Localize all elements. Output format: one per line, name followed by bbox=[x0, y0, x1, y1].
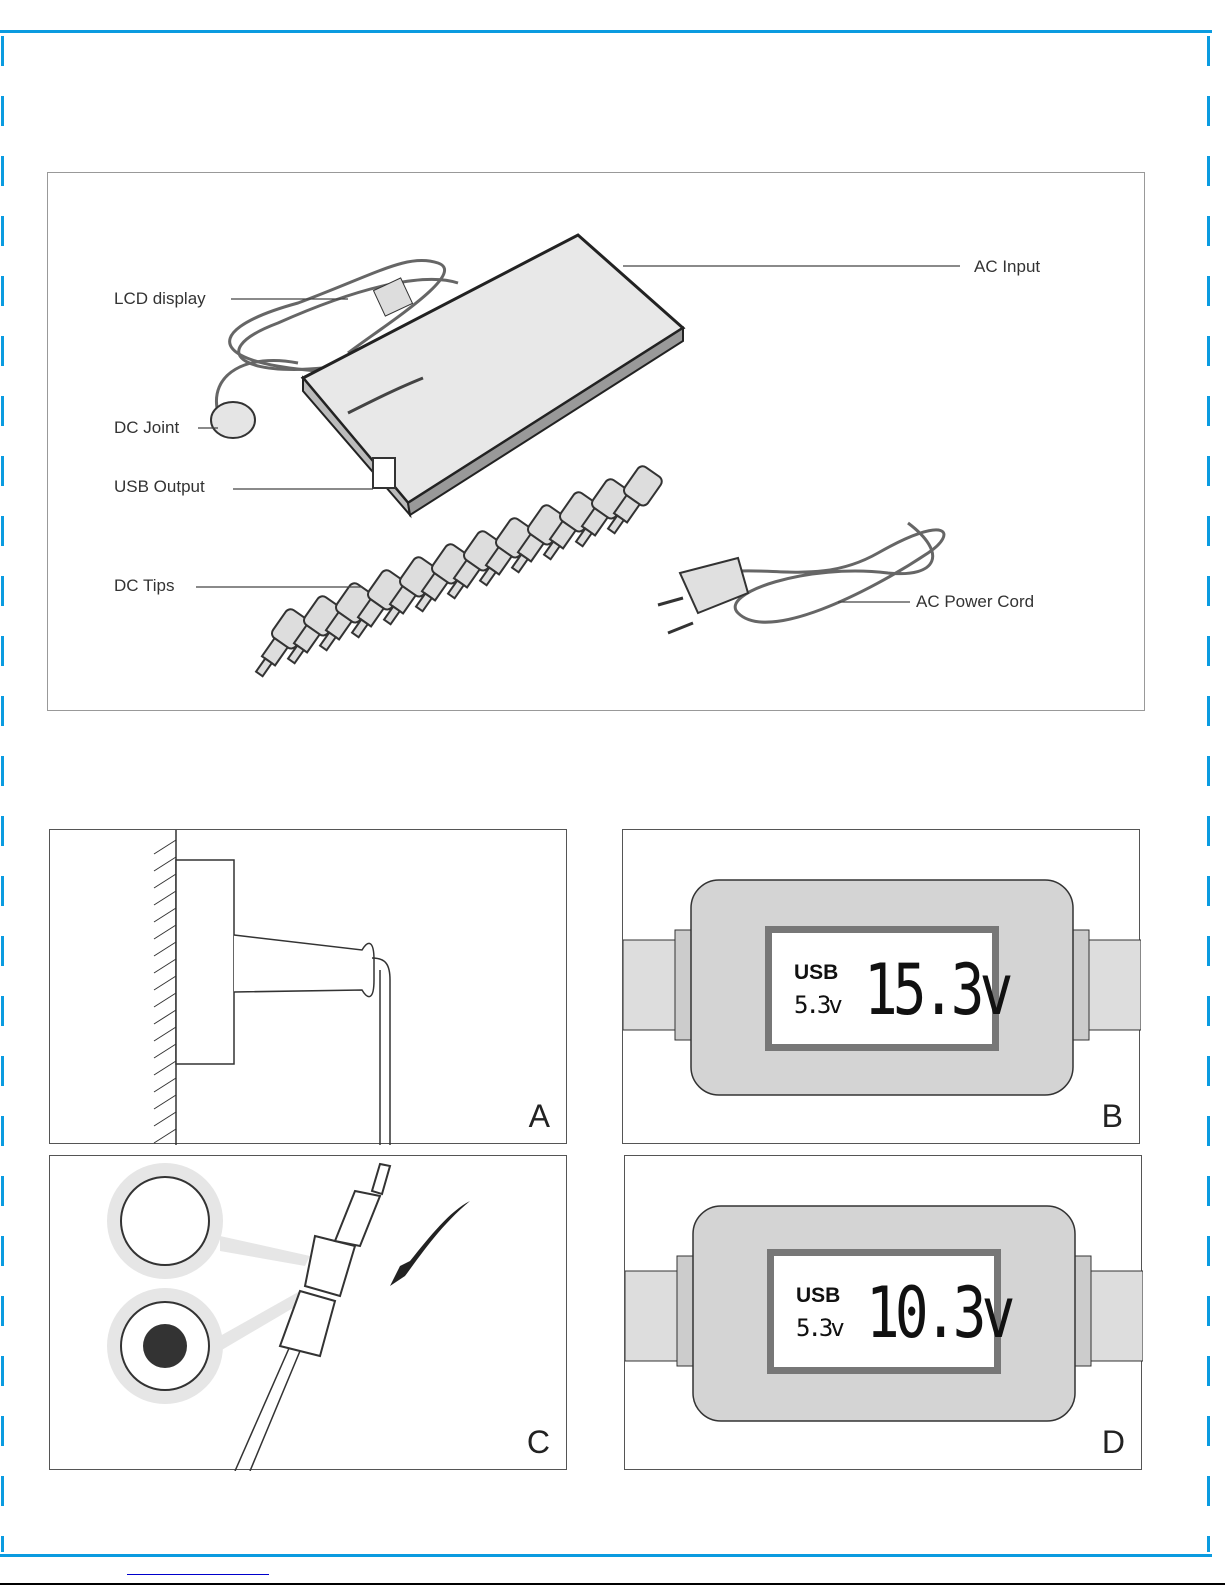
page-frame-bottom bbox=[0, 1554, 1212, 1557]
usb-label: USB bbox=[794, 961, 839, 984]
usb-voltage: 5.3v bbox=[796, 1314, 845, 1342]
dc-tip bbox=[318, 582, 375, 652]
footer-link[interactable] bbox=[127, 1574, 269, 1575]
usb-label: USB bbox=[796, 1284, 841, 1307]
figure-letter-c: C bbox=[526, 1424, 550, 1460]
figure-c-dc-tip-connection: C bbox=[49, 1155, 567, 1471]
figure-a-wall-plug: A bbox=[49, 829, 567, 1145]
label-lcd-display: LCD display bbox=[114, 289, 206, 308]
dc-tip-illustration bbox=[107, 1162, 470, 1471]
wall-plug-illustration bbox=[153, 830, 391, 1145]
figure-letter-a: A bbox=[528, 1098, 550, 1134]
label-ac-power-cord: AC Power Cord bbox=[916, 592, 1035, 611]
page-frame-left bbox=[1, 36, 4, 1552]
page-frame-right bbox=[1207, 36, 1210, 1552]
dc-tip bbox=[606, 465, 663, 535]
output-voltage: 15.3v bbox=[864, 949, 1013, 1031]
figure-b-lcd-display: USB 5.3v 15.3v B bbox=[622, 829, 1141, 1144]
label-dc-joint: DC Joint bbox=[114, 418, 180, 437]
label-dc-tips: DC Tips bbox=[114, 576, 175, 595]
lcd-screen: USB 5.3v 15.3v bbox=[765, 926, 1013, 1051]
figure-letter-b: B bbox=[1101, 1098, 1123, 1134]
label-ac-input: AC Input bbox=[974, 257, 1041, 276]
lcd-screen: USB 5.3v 10.3v bbox=[767, 1249, 1015, 1374]
figure-d-lcd-display: USB 5.3v 10.3v D bbox=[624, 1155, 1143, 1470]
adapter-illustration bbox=[196, 233, 960, 678]
figure-letter-d: D bbox=[1101, 1424, 1125, 1460]
output-voltage: 10.3v bbox=[866, 1272, 1015, 1354]
page-bottom-rule bbox=[0, 1583, 1225, 1585]
label-usb-output: USB Output bbox=[114, 477, 205, 496]
page-frame-top bbox=[0, 30, 1212, 33]
product-overview-figure: LCD display DC Joint USB Output DC Tips … bbox=[47, 172, 1145, 711]
usb-voltage: 5.3v bbox=[794, 991, 843, 1019]
